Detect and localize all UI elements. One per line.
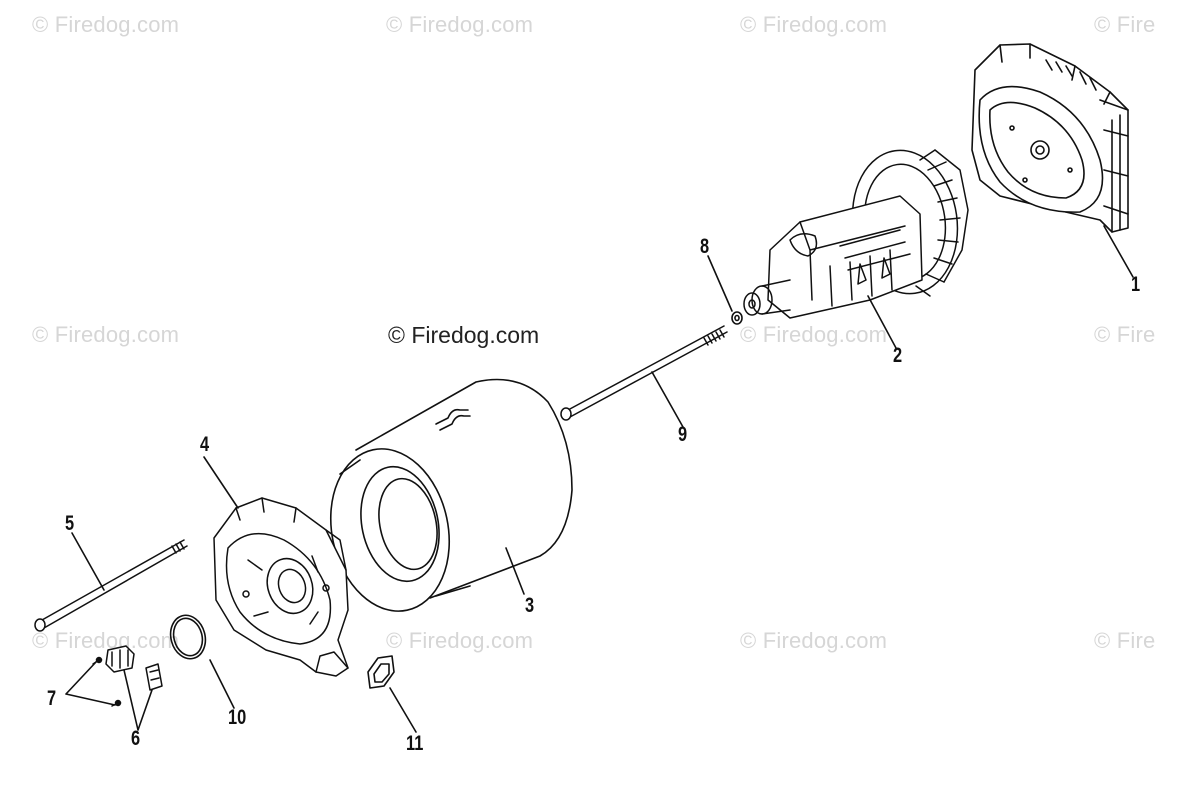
screws	[92, 656, 122, 707]
callout-4: 4	[200, 433, 210, 456]
watermark: © Firedog.com	[740, 322, 888, 347]
callout-5: 5	[65, 512, 75, 535]
stator	[329, 378, 573, 612]
callout-3: 3	[525, 594, 535, 617]
callout-7: 7	[47, 687, 57, 710]
callout-6: 6	[131, 727, 141, 750]
o-ring	[169, 614, 207, 660]
watermark: © Firedog.com	[32, 322, 180, 347]
rotor-assembly	[743, 149, 969, 319]
washer	[731, 311, 743, 325]
watermark: © Firedog.com	[32, 12, 180, 37]
watermark: © Firedog.com	[740, 628, 888, 653]
callout-11: 11	[406, 732, 424, 755]
callout-9: 9	[678, 423, 688, 446]
watermark: © Fire	[1094, 322, 1156, 347]
leader-lines	[65, 225, 1134, 733]
watermark: © Firedog.com	[386, 12, 534, 37]
watermark: © Firedog.com	[386, 628, 534, 653]
watermark: © Firedog.com	[32, 628, 180, 653]
callout-8: 8	[700, 235, 710, 258]
grommet	[367, 655, 395, 689]
callout-1: 1	[1131, 273, 1141, 296]
brush-holder	[105, 645, 163, 691]
front-end-bell	[213, 497, 349, 677]
callout-2: 2	[893, 344, 903, 367]
long-bolt	[34, 539, 188, 632]
center-watermark: © Firedog.com	[388, 322, 540, 348]
watermark: © Firedog.com	[740, 12, 888, 37]
watermark: © Fire	[1094, 12, 1156, 37]
through-bolt	[560, 325, 728, 421]
callout-10: 10	[228, 706, 247, 729]
rear-housing	[971, 43, 1129, 233]
watermark: © Fire	[1094, 628, 1156, 653]
